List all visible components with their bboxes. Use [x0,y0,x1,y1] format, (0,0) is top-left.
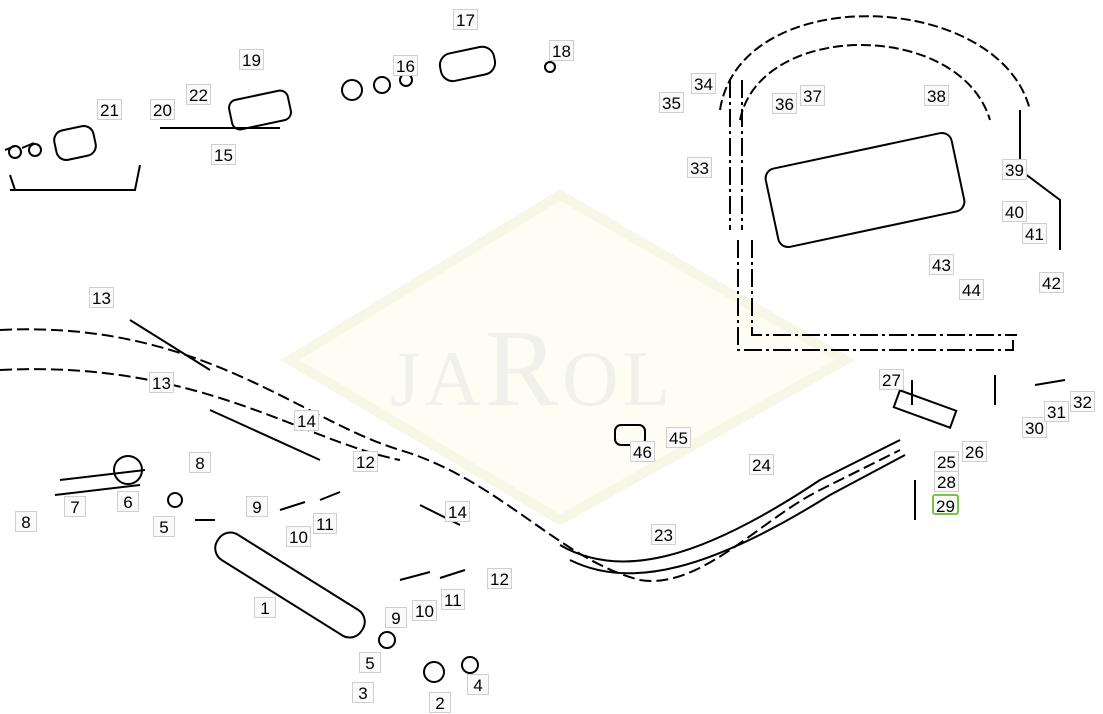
callout-part-14[interactable]: 14 [294,410,319,431]
callout-part-18[interactable]: 18 [549,40,574,61]
callout-part-15[interactable]: 15 [211,144,236,165]
callout-part-45[interactable]: 45 [666,427,691,448]
callout-part-27[interactable]: 27 [879,369,904,390]
callout-part-36[interactable]: 36 [772,93,797,114]
callout-part-8[interactable]: 8 [15,511,37,532]
callout-part-42[interactable]: 42 [1039,272,1064,293]
callout-part-9[interactable]: 9 [385,607,407,628]
callout-part-3[interactable]: 3 [352,682,374,703]
callout-part-11[interactable]: 11 [441,589,465,610]
callout-part-30[interactable]: 30 [1022,417,1047,438]
callout-part-23[interactable]: 23 [651,524,676,545]
callout-part-2[interactable]: 2 [429,692,451,713]
callout-part-11[interactable]: 11 [313,513,337,534]
callout-part-12[interactable]: 12 [353,451,378,472]
callout-part-24[interactable]: 24 [749,454,774,475]
callout-part-25[interactable]: 25 [934,451,959,472]
callout-part-37[interactable]: 37 [800,85,825,106]
callout-part-44[interactable]: 44 [959,279,984,300]
callout-part-4[interactable]: 4 [467,674,489,695]
callout-part-35[interactable]: 35 [659,92,684,113]
callout-part-13[interactable]: 13 [89,287,114,308]
callout-part-38[interactable]: 38 [924,85,949,106]
callout-part-29[interactable]: 29 [932,494,959,516]
callout-part-10[interactable]: 10 [412,600,437,621]
callout-part-31[interactable]: 31 [1044,401,1069,422]
callout-part-39[interactable]: 39 [1002,159,1027,180]
callout-part-5[interactable]: 5 [359,652,381,673]
callout-part-19[interactable]: 19 [239,49,264,70]
callout-part-9[interactable]: 9 [246,496,268,517]
callout-part-34[interactable]: 34 [691,73,716,94]
callout-part-12[interactable]: 12 [487,568,512,589]
callout-part-17[interactable]: 17 [453,9,478,30]
callout-part-8[interactable]: 8 [189,452,211,473]
callout-part-43[interactable]: 43 [929,254,954,275]
callout-part-1[interactable]: 1 [254,597,276,618]
callout-part-46[interactable]: 46 [630,441,655,462]
callout-part-13[interactable]: 13 [149,372,174,393]
callout-part-14[interactable]: 14 [445,501,470,522]
callout-part-21[interactable]: 21 [97,99,122,120]
callout-part-41[interactable]: 41 [1022,223,1047,244]
callout-part-40[interactable]: 40 [1002,201,1027,222]
callout-part-5[interactable]: 5 [153,516,175,537]
callout-part-32[interactable]: 32 [1070,391,1095,412]
callout-part-7[interactable]: 7 [64,496,86,517]
callout-part-10[interactable]: 10 [286,526,311,547]
callout-part-28[interactable]: 28 [934,471,959,492]
callout-part-33[interactable]: 33 [687,157,712,178]
callout-part-26[interactable]: 26 [962,441,987,462]
callout-part-22[interactable]: 22 [186,84,211,105]
callout-part-20[interactable]: 20 [150,99,175,120]
callout-part-16[interactable]: 16 [393,55,418,76]
watermark-logo: JAROL [390,307,675,429]
callout-part-6[interactable]: 6 [117,491,139,512]
